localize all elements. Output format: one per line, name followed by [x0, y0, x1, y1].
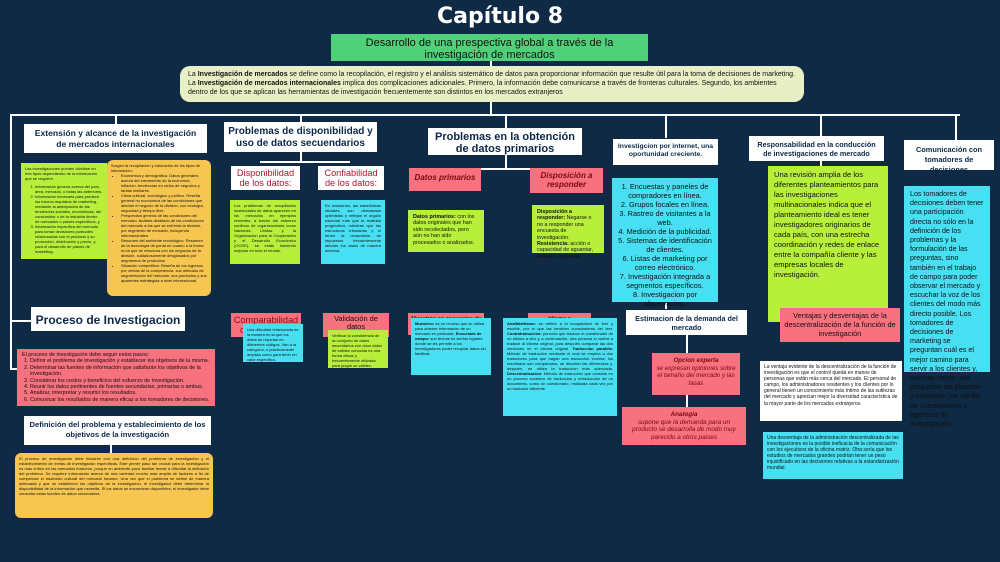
header-secondary-data: Problemas de disponibilidad y uso de dat… — [224, 122, 377, 152]
connector — [665, 303, 667, 309]
main-horizontal-line — [10, 114, 960, 116]
intro-paragraph-2: La Investigación de mercados internacion… — [188, 80, 777, 96]
types-box: Las investigaciones pueden dividirse en … — [21, 163, 107, 259]
connector — [115, 114, 117, 126]
connector — [10, 135, 12, 370]
info-types-list: Económica y demográfica. Datos generales… — [111, 173, 207, 283]
availability-title: Disponibilidad de los datos: — [231, 166, 300, 190]
willingness-title: Disposición a responder — [530, 168, 603, 193]
primary-data-text: Datos primarios: con los datos originale… — [408, 210, 484, 252]
header-primary-data: Problemas en la obtención de datos prima… — [428, 128, 582, 155]
connector — [10, 114, 12, 136]
internet-methods-list: Encuestas y paneles de compradores en lí… — [618, 182, 712, 308]
connector — [505, 114, 507, 128]
problem-definition-box: El proceso de investigación debe iniciar… — [15, 453, 213, 518]
connector — [260, 161, 350, 163]
connector — [955, 114, 957, 142]
connector — [10, 368, 22, 370]
info-types-box: Surgen la recopilación y valoración de l… — [107, 160, 211, 296]
responsibility-text: Una revisión amplia de los diferentes pl… — [768, 166, 888, 322]
connector — [444, 168, 564, 170]
process-steps-box: El proceso de investigación debe seguir … — [17, 349, 215, 406]
willingness-text: Disposición a responder: Negarse o no a … — [532, 205, 604, 260]
internet-methods-box: Encuestas y paneles de compradores en lí… — [612, 178, 718, 308]
header-problem-definition: Definición del problema y establecimient… — [24, 416, 211, 445]
reliability-title: Confiabilidad de los datos: — [318, 166, 384, 190]
header-internet-research: Investigcion por internet, una oportunid… — [613, 139, 718, 165]
intro-box: La Investigación de mercados se define c… — [180, 66, 804, 102]
page-title: Capítulo 8 — [436, 4, 564, 29]
connector — [490, 102, 492, 114]
primary-data-title: Datos primarios — [409, 168, 481, 191]
process-steps-list: Definir el problema de investigación y e… — [22, 358, 210, 403]
connector — [686, 395, 688, 407]
disadvantages-text: Una desventaja de la administración desc… — [763, 432, 903, 479]
connector — [686, 335, 688, 353]
comparability-text: Una dificultad relacionada es la manera … — [243, 324, 303, 362]
communication-text: Los tomadores de decisiones deben tener … — [904, 186, 990, 428]
connector — [820, 160, 822, 166]
connector — [490, 60, 492, 66]
connector — [300, 152, 302, 162]
analogy-box: Analogia supone que la demanda para un p… — [622, 407, 746, 445]
sampling-text: Muestreo: es un recurso que se utiliza p… — [411, 318, 491, 375]
header-responsibility: Responsabilidad en la conducción de inve… — [749, 136, 884, 161]
advantages-text: La ventaja evidente de la descentralizac… — [760, 361, 902, 421]
reliability-text: En ocasiones, las estadísticas oficiales… — [321, 200, 385, 264]
connector — [820, 114, 822, 136]
advantages-title: Ventajas y desventajas de la descentrali… — [780, 308, 900, 342]
types-list: Información general acerca del país, áre… — [25, 184, 103, 254]
header-process: Proceso de Investigacion — [31, 307, 185, 331]
connector — [10, 320, 32, 322]
expert-option-box: Opcion experta se expresan opiniones sob… — [652, 353, 740, 395]
connector — [300, 114, 302, 124]
connector — [110, 445, 112, 455]
availability-text: Los problemas de recopilación sustancial… — [230, 200, 300, 264]
header-communication: Comunicación con tomadores de decisiones — [904, 140, 994, 174]
validation-text: Verificar la consistencia de un conjunto… — [328, 330, 388, 368]
connector — [665, 114, 667, 138]
language-text: Analfabetismo: se refiere a la incapacid… — [503, 318, 617, 416]
subtitle-box: Desarrollo de una prespectiva global a t… — [331, 34, 648, 61]
intro-paragraph-1: La Investigación de mercados se define c… — [188, 71, 795, 78]
connector — [505, 153, 507, 168]
header-extension: Extensión y alcance de la investigación … — [24, 124, 207, 153]
header-demand-estimation: Estimacion de la demanda del mercado — [626, 310, 747, 335]
